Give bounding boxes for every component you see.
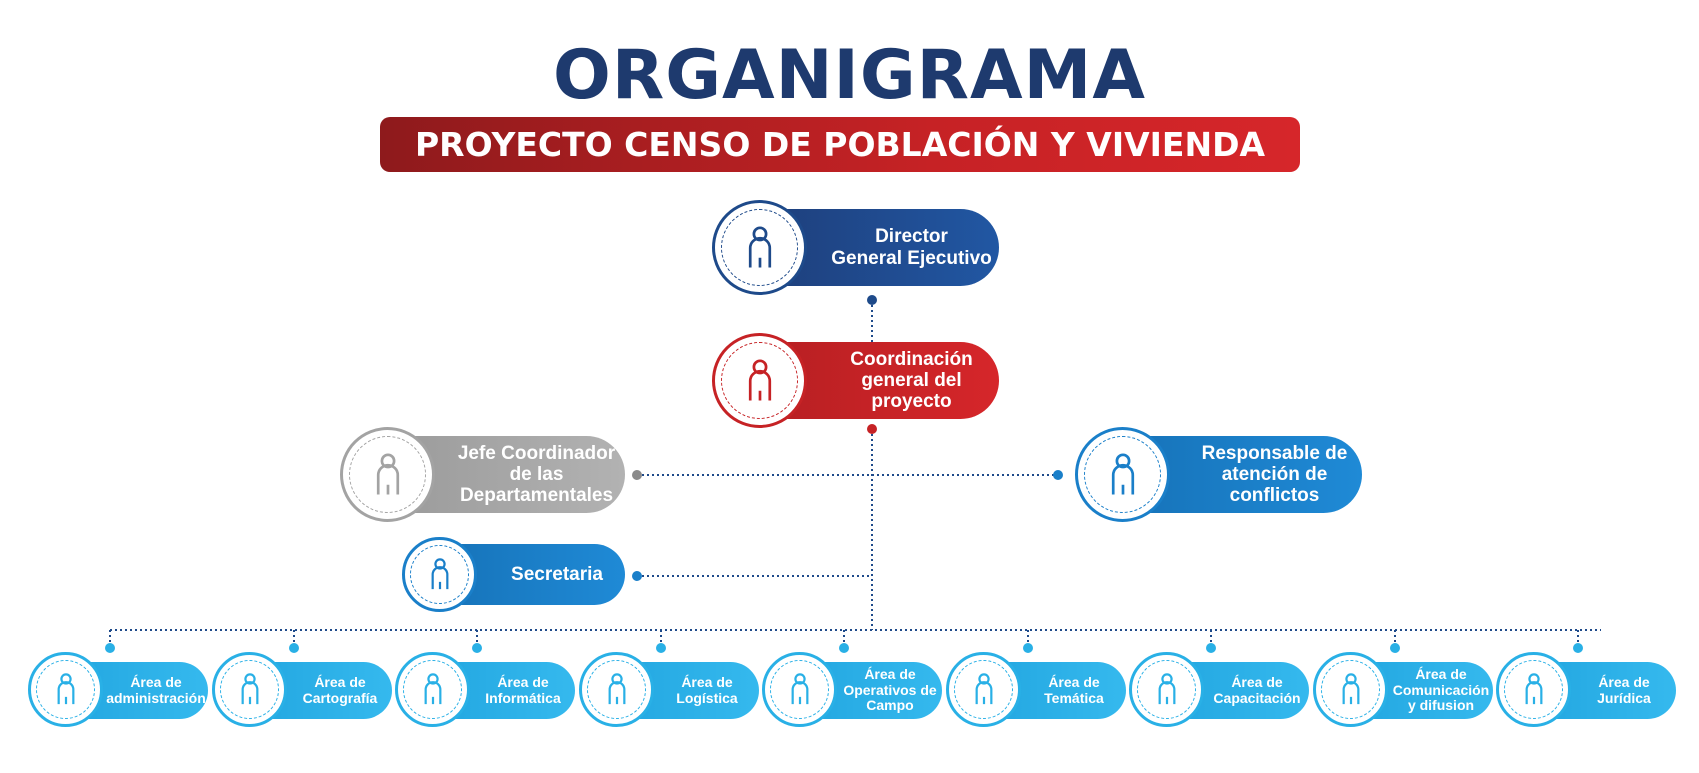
connector-dot <box>1390 643 1400 653</box>
person-icon <box>1342 673 1359 705</box>
area-avatar <box>579 652 654 727</box>
node-coordinacion: Coordinación general del proyecto <box>712 333 999 428</box>
area-avatar <box>28 652 103 727</box>
person-icon <box>1158 673 1175 705</box>
person-icon <box>1525 673 1542 705</box>
page-title: ORGANIGRAMA <box>553 36 1146 115</box>
node-jefe-label: Jefe Coordinador de las Departamentales <box>457 442 616 507</box>
person-icon <box>431 558 448 590</box>
person-icon <box>791 673 808 705</box>
connector-dot <box>632 470 642 480</box>
person-icon <box>424 673 441 705</box>
area-node: Área de Operativos de Campo <box>762 652 942 727</box>
node-secretaria-label: Secretaria <box>511 563 603 585</box>
node-responsable: Responsable de atención de conflictos <box>1075 427 1362 522</box>
connector-dot <box>867 424 877 434</box>
connector-dot <box>289 643 299 653</box>
node-coordinacion-label: Coordinación general del proyecto <box>850 348 973 413</box>
area-label: Área de Cartografía <box>302 673 378 706</box>
connector-dot <box>656 643 666 653</box>
area-avatar <box>762 652 837 727</box>
area-label: Área de Comunicación y difusion <box>1392 665 1490 714</box>
area-node: Área de Comunicación y difusion <box>1313 652 1493 727</box>
person-icon <box>975 673 992 705</box>
area-avatar <box>1496 652 1571 727</box>
node-director-label: Director General Ejecutivo <box>831 226 992 269</box>
connector-dot <box>632 571 642 581</box>
connector-dot <box>105 643 115 653</box>
node-responsable-avatar <box>1075 427 1170 522</box>
connector-dot <box>839 643 849 653</box>
area-label: Área de Temática <box>1044 673 1104 706</box>
person-icon <box>748 358 771 401</box>
connector-dot <box>1573 643 1583 653</box>
area-node: Área de Temática <box>946 652 1126 727</box>
area-label: Área de Capacitación <box>1213 673 1301 706</box>
area-node: Área de Jurídica <box>1496 652 1676 727</box>
person-icon <box>57 673 74 705</box>
area-node: Área de Informática <box>395 652 575 727</box>
person-icon <box>376 452 399 495</box>
area-label: Área de Logística <box>676 673 738 706</box>
connector-dot <box>1023 643 1033 653</box>
connector-dot <box>867 295 877 305</box>
area-label: Área de administración <box>106 673 206 706</box>
person-icon <box>241 673 258 705</box>
connector-dot <box>1053 470 1063 480</box>
node-responsable-label: Responsable de atención de conflictos <box>1201 442 1348 507</box>
area-avatar <box>946 652 1021 727</box>
area-avatar <box>395 652 470 727</box>
area-avatar <box>1313 652 1388 727</box>
area-avatar <box>1129 652 1204 727</box>
subtitle-text: PROYECTO CENSO DE POBLACIÓN Y VIVIENDA <box>414 125 1266 164</box>
area-avatar <box>212 652 287 727</box>
connector-dot <box>472 643 482 653</box>
subtitle-banner: PROYECTO CENSO DE POBLACIÓN Y VIVIENDA <box>380 117 1300 172</box>
node-jefe-avatar <box>340 427 435 522</box>
area-node: Área de Logística <box>579 652 759 727</box>
connector-dot <box>1206 643 1216 653</box>
person-icon <box>1111 452 1134 495</box>
node-secretaria-avatar <box>402 537 477 612</box>
node-secretaria: Secretaria <box>402 537 625 612</box>
node-director-avatar <box>712 200 807 295</box>
area-node: Área de Capacitación <box>1129 652 1309 727</box>
person-icon <box>608 673 625 705</box>
node-coordinacion-avatar <box>712 333 807 428</box>
node-jefe: Jefe Coordinador de las Departamentales <box>340 427 625 522</box>
area-label: Área de Jurídica <box>1597 673 1651 706</box>
area-node: Área de administración <box>28 652 208 727</box>
node-director: Director General Ejecutivo <box>712 200 999 295</box>
area-label: Área de Informática <box>485 673 561 706</box>
area-node: Área de Cartografía <box>212 652 392 727</box>
area-label: Área de Operativos de Campo <box>843 665 937 714</box>
person-icon <box>748 225 771 268</box>
